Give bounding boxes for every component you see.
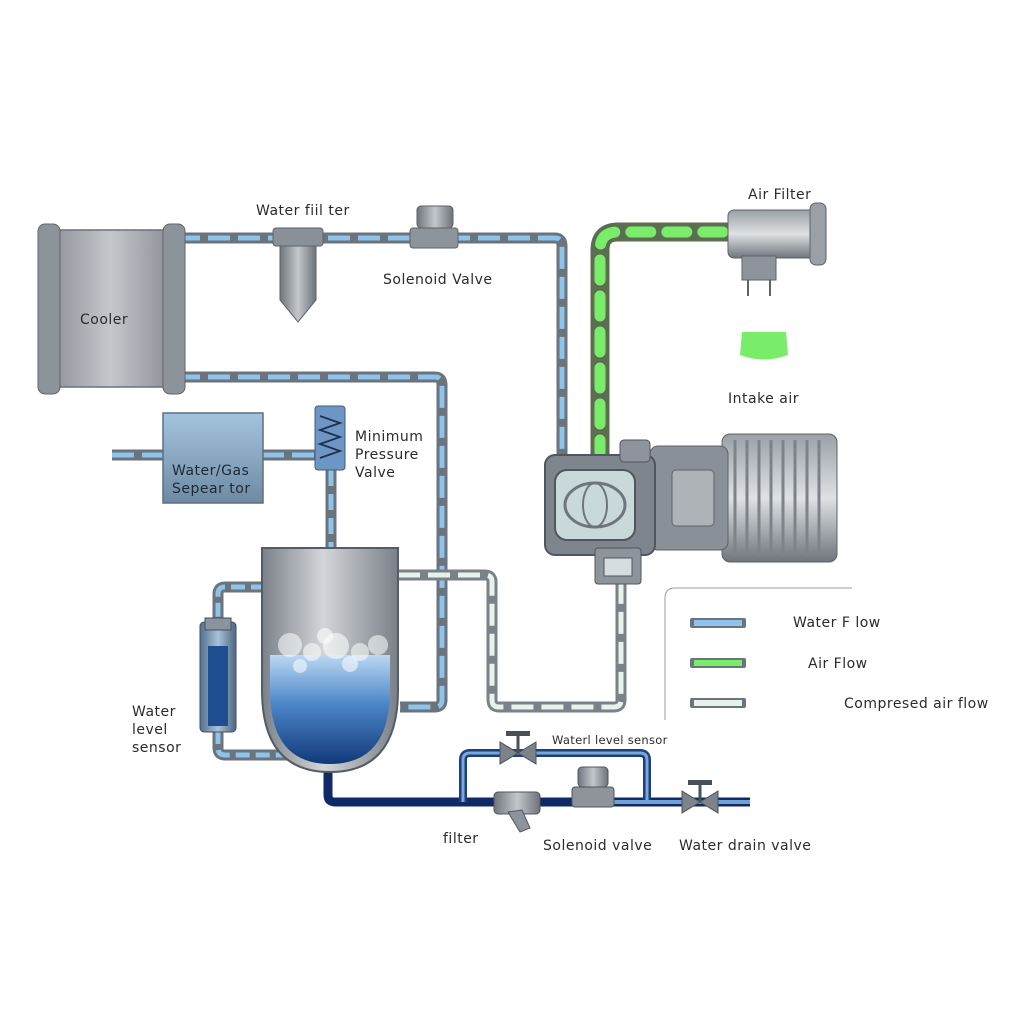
gate-valve-icon	[499, 731, 537, 765]
minimum-pressure-valve-label: Minimum Pressure Valve	[355, 429, 424, 481]
air-filter-icon	[727, 202, 827, 296]
intake-air-label: Intake air	[728, 391, 799, 407]
solenoid-valve-top-label: Solenoid Valve	[383, 272, 493, 288]
y-strainer-icon	[493, 791, 541, 833]
water-filter-icon	[272, 227, 324, 323]
legend-label-air-flow: Air Flow	[808, 656, 868, 672]
water-gas-separator-icon	[162, 412, 264, 504]
motor-icon	[649, 433, 838, 563]
gate-valve-icon	[681, 780, 719, 814]
air-end-compressor-icon	[544, 439, 656, 585]
legend-swatch-compressed-air	[690, 698, 746, 708]
intake-air-icon	[740, 332, 788, 360]
compressed-air-pipes	[398, 569, 627, 713]
water-flow-pipes	[112, 232, 568, 761]
water-level-sensor-icon	[199, 617, 237, 733]
water-gas-separator-label: Water/Gas Sepear tor	[172, 463, 251, 497]
water-filter-label: Water fiil ter	[256, 203, 350, 219]
cooler-label: Cooler	[80, 312, 129, 328]
water-level-sensor-bottom-label: Waterl level sensor	[552, 733, 668, 747]
drain-pipes	[323, 749, 750, 807]
solenoid-valve-icon	[409, 205, 459, 249]
water-level-sensor-left-label: Water level sensor	[132, 704, 182, 756]
legend	[664, 587, 852, 720]
minimum-pressure-valve-icon	[314, 405, 346, 471]
air-filter-label: Air Filter	[748, 187, 812, 203]
separator-tank-icon	[261, 547, 399, 774]
solenoid-valve-icon	[571, 766, 615, 808]
air-flow-pipe	[590, 222, 736, 466]
legend-swatch-water	[690, 618, 746, 628]
legend-label-compressed-air-flow: Compresed air flow	[844, 696, 989, 712]
cooler-icon	[37, 223, 186, 395]
legend-swatch-air	[690, 658, 746, 668]
solenoid-valve-bottom-label: Solenoid valve	[543, 838, 653, 854]
water-drain-valve-label: Water drain valve	[679, 838, 812, 854]
legend-label-water-flow: Water F low	[793, 615, 881, 631]
filter-label: filter	[443, 831, 479, 847]
